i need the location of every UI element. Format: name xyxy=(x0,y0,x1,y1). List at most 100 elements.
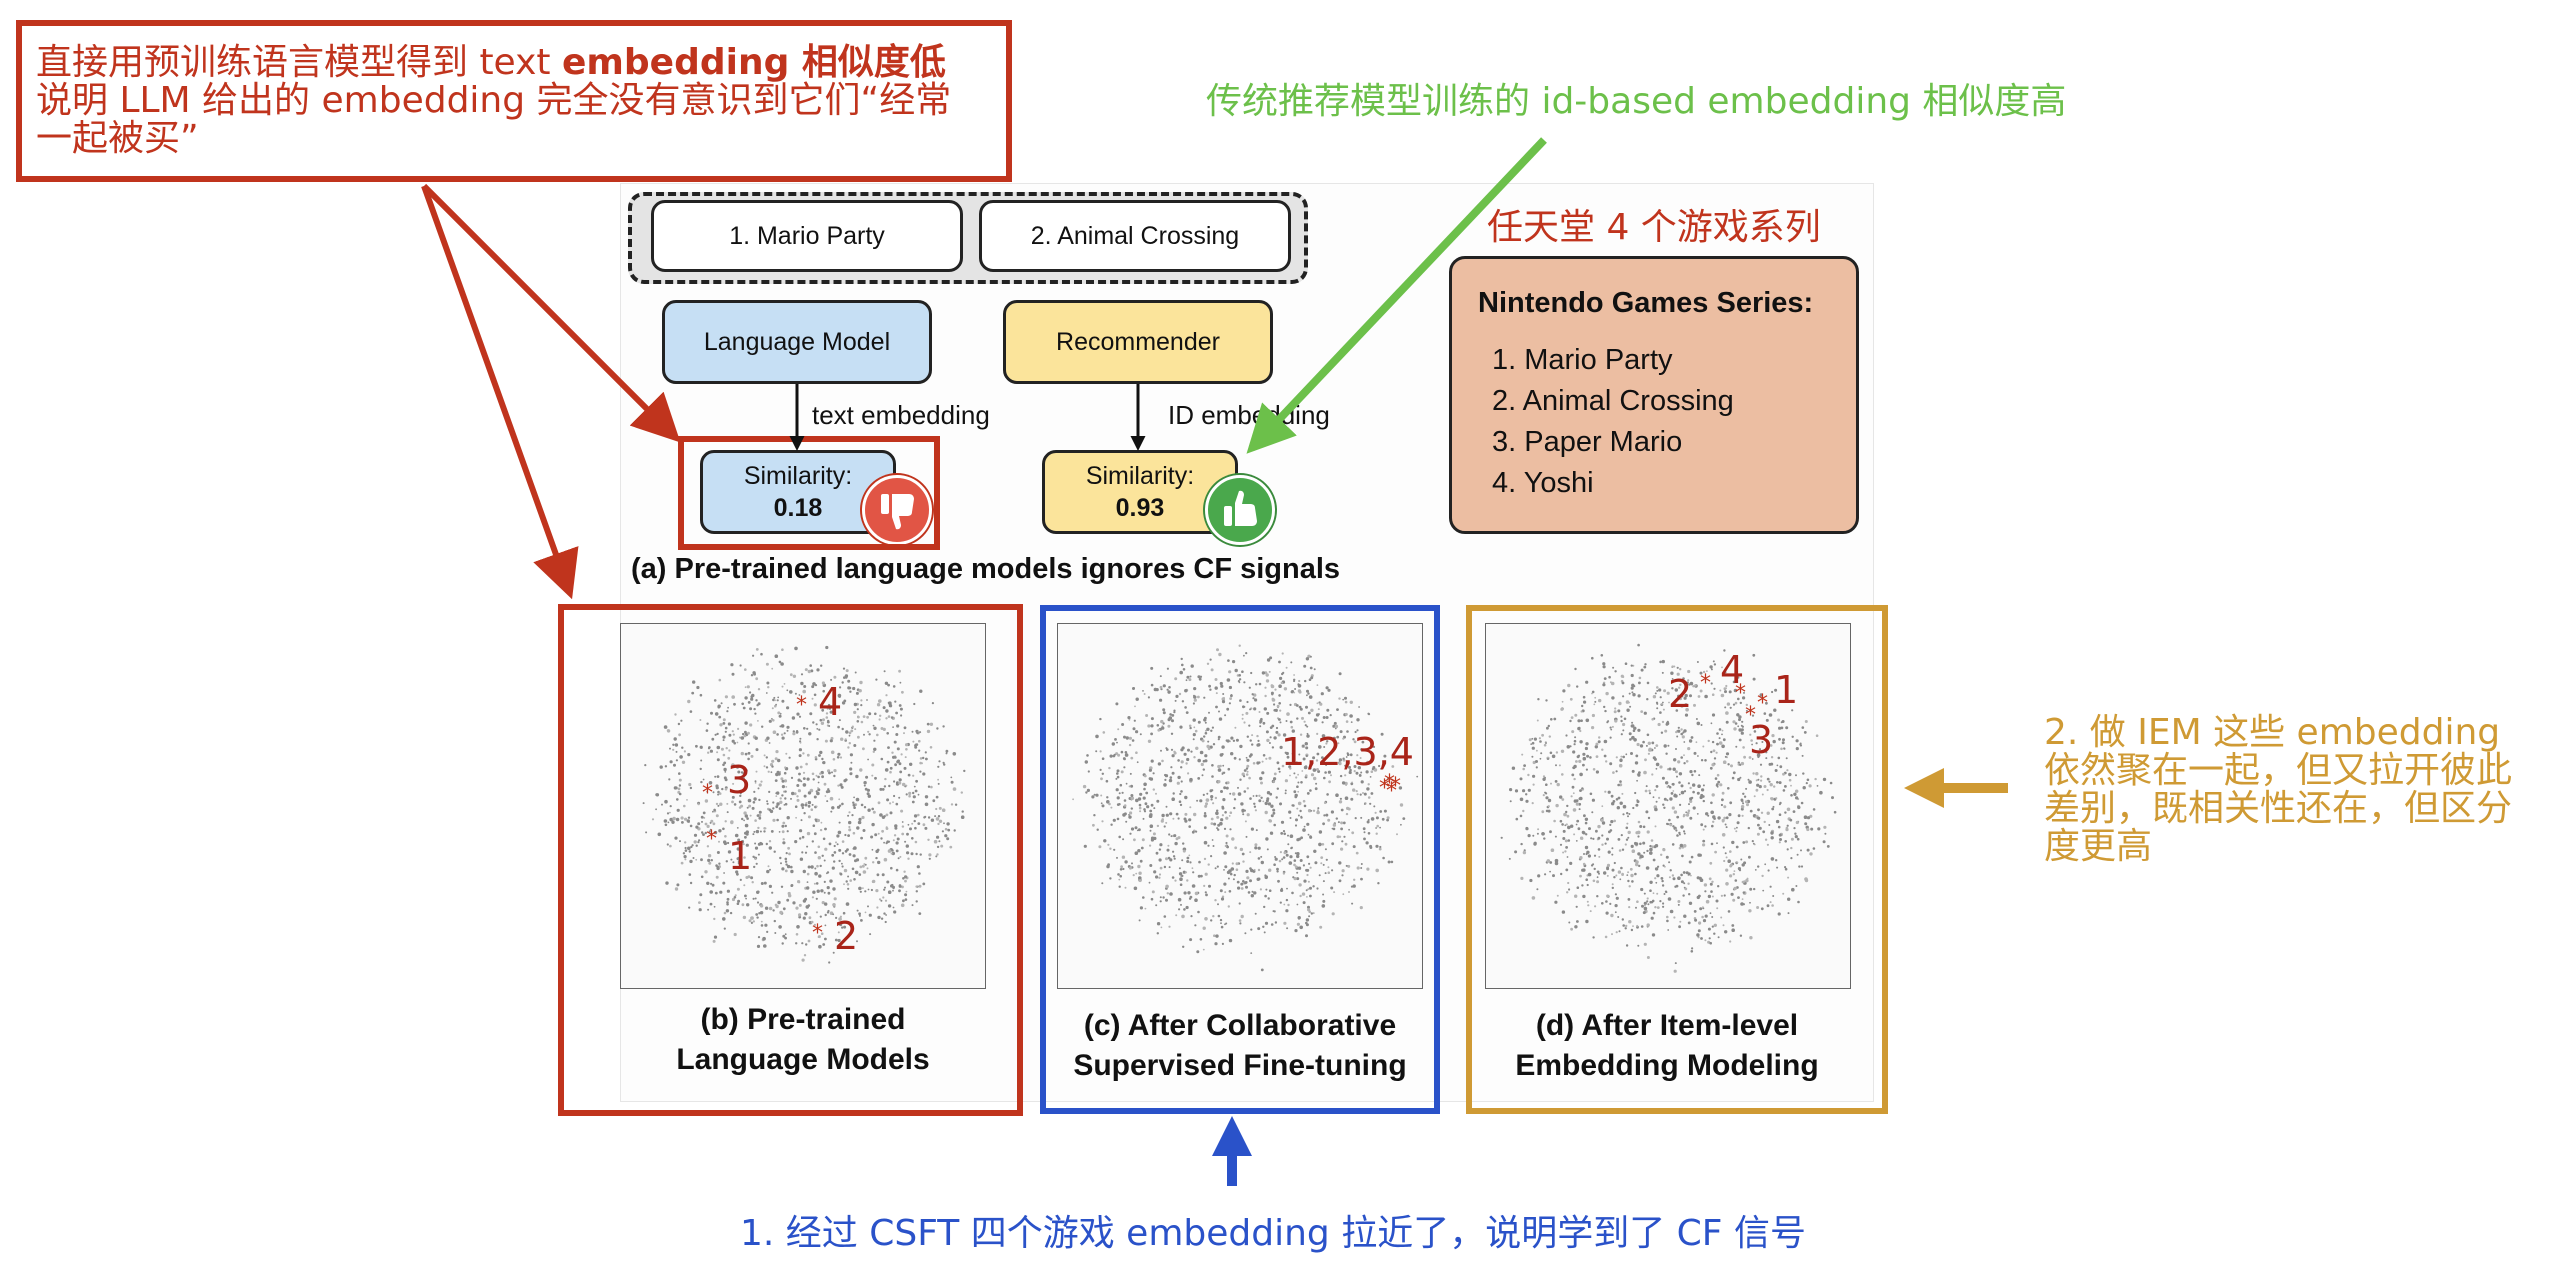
scatter-point xyxy=(918,739,921,743)
scatter-point xyxy=(904,898,908,901)
scatter-point xyxy=(747,731,750,735)
scatter-point xyxy=(664,799,668,804)
scatter-point xyxy=(794,805,798,808)
scatter-point xyxy=(801,958,805,962)
scatter-point xyxy=(845,902,850,906)
scatter-point xyxy=(816,728,819,730)
scatter-point xyxy=(823,891,826,894)
scatter-point xyxy=(811,896,815,899)
scatter-point xyxy=(838,798,841,801)
scatter-point xyxy=(941,830,945,833)
scatter-point xyxy=(794,692,797,695)
scatter-point xyxy=(771,891,774,894)
scatter-point xyxy=(903,726,907,730)
scatter-point xyxy=(845,669,849,673)
scatter-point xyxy=(744,835,747,839)
scatter-point xyxy=(862,829,866,832)
scatter-point xyxy=(856,940,858,943)
scatter-point xyxy=(744,814,748,818)
scatter-point xyxy=(755,648,759,651)
scatter-point xyxy=(712,791,715,794)
scatter-point xyxy=(796,712,800,716)
scatter-point xyxy=(731,739,735,743)
scatter-point xyxy=(678,778,682,782)
scatter-point xyxy=(885,717,888,720)
scatter-point xyxy=(757,787,760,790)
scatter-point xyxy=(854,671,857,674)
scatter-point xyxy=(733,932,737,937)
scatter-point xyxy=(798,715,802,718)
scatter-point xyxy=(831,853,835,857)
scatter-point xyxy=(815,790,818,793)
scatter-point xyxy=(841,802,844,806)
scatter-point xyxy=(853,806,856,809)
scatter-point xyxy=(732,733,735,736)
scatter-point xyxy=(719,723,723,727)
scatter-point xyxy=(890,866,893,870)
scatter-point xyxy=(876,873,880,877)
scatter-point xyxy=(938,840,941,843)
scatter-point xyxy=(904,879,907,883)
scatter-point xyxy=(739,792,742,795)
scatter-point xyxy=(720,702,723,705)
scatter-point xyxy=(899,770,903,774)
scatter-point xyxy=(819,915,822,918)
scatter-point xyxy=(824,913,827,917)
scatter-point xyxy=(867,758,869,761)
scatter-point xyxy=(683,804,686,808)
scatter-point xyxy=(838,695,841,698)
scatter-point xyxy=(882,727,886,732)
scatter-point xyxy=(842,667,846,670)
scatter-point xyxy=(896,724,900,728)
scatter-point xyxy=(774,654,779,658)
scatter-point xyxy=(792,901,796,905)
scatter-point xyxy=(758,810,762,814)
scatter-point xyxy=(691,844,694,847)
scatter-point xyxy=(774,757,778,761)
scatter-point xyxy=(722,753,726,757)
scatter-point xyxy=(894,763,897,767)
scatter-point xyxy=(766,802,769,805)
scatter-point xyxy=(896,837,900,841)
scatter-point xyxy=(908,794,911,798)
scatter-point xyxy=(798,903,802,907)
scatter-point xyxy=(698,839,701,842)
scatter-point xyxy=(702,833,705,836)
scatter-point xyxy=(715,786,719,790)
scatter-point xyxy=(890,716,894,719)
scatter-point xyxy=(737,860,742,864)
scatter-point xyxy=(739,794,742,798)
scatter-point xyxy=(771,765,774,768)
scatter-point xyxy=(799,837,802,840)
scatter-point xyxy=(732,861,735,864)
scatter-point xyxy=(706,845,710,848)
scatter-point xyxy=(689,824,693,828)
scatter-point xyxy=(913,702,916,706)
scatter-point xyxy=(902,877,905,880)
scatter-point xyxy=(766,869,770,874)
scatter-point xyxy=(843,883,845,886)
scatter-point xyxy=(791,791,795,796)
scatter-point xyxy=(784,860,788,863)
scatter-point xyxy=(704,870,708,874)
scatter-point xyxy=(873,747,877,751)
scatter-point xyxy=(821,681,826,685)
scatter-point xyxy=(863,863,866,865)
scatter-point xyxy=(744,730,747,734)
scatter-point xyxy=(849,753,854,757)
scatter-point xyxy=(740,840,745,844)
scatter-point xyxy=(896,747,900,751)
scatter-point xyxy=(930,818,935,822)
scatter-point xyxy=(822,837,826,841)
scatter-point xyxy=(946,837,950,841)
scatter-point xyxy=(941,808,946,812)
scatter-point xyxy=(852,686,856,691)
scatter-point xyxy=(786,706,790,710)
scatter-point xyxy=(794,646,798,651)
scatter-point xyxy=(837,938,841,943)
scatter-point xyxy=(736,827,739,829)
scatter-point xyxy=(786,830,789,833)
scatter-point xyxy=(754,736,758,740)
scatter-point xyxy=(839,915,843,918)
scatter-point xyxy=(782,821,786,825)
